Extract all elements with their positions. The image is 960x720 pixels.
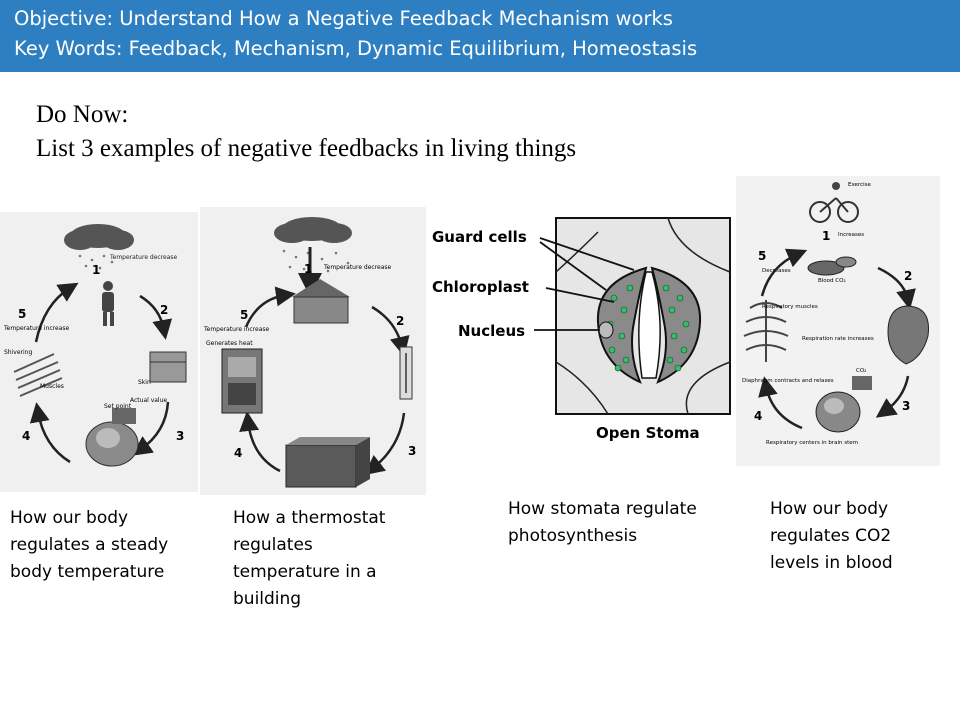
step-3: 3 [408,444,416,458]
temperature-increase-label: Temperature increase [3,325,70,332]
temperature-decrease-label: Temperature decrease [323,264,392,271]
shivering-label: Shivering [4,349,32,356]
exercise-label: Exercise [848,182,872,188]
step-5: 5 [758,249,766,263]
caption-line: How our body [10,508,129,528]
rib-cage-icon [743,300,789,362]
brain-icon [85,408,139,467]
caption-line: regulates a steady [10,535,169,555]
person-icon [102,281,114,326]
step-2: 2 [396,314,404,328]
increases-label: Increases [838,232,864,238]
body-temperature-diagram: Temperature decrease 1 2 Skin 3 Set poin… [0,212,198,492]
co2-label: CO₂ [856,368,866,374]
diaphragm-label: Diaphragm contracts and relaxes [742,378,834,384]
caption-line: body temperature [10,562,165,582]
caption-line: How stomata regulate [508,499,697,519]
caption-line: regulates [233,535,313,555]
caption-line: How a thermostat [233,508,386,528]
blood-co2-label: Blood CO₂ [818,278,846,284]
step-2: 2 [160,303,168,317]
step-1: 1 [304,262,312,276]
furnace-icon [221,348,263,414]
co2-diagram: Exercise 1 Increases Blood CO₂ Decreases… [736,176,940,466]
step-4: 4 [754,409,762,423]
chloroplast-label: Chloroplast [432,278,529,296]
step-3: 3 [902,399,910,413]
header-banner: Objective: Understand How a Negative Fee… [0,0,960,72]
nucleus-icon [598,321,614,339]
step-1: 1 [822,229,830,243]
step-4: 4 [22,429,30,443]
thermostat-caption: How a thermostat regulates temperature i… [233,505,385,613]
temperature-decrease-label: Temperature decrease [109,254,178,261]
guard-cells-label: Guard cells [432,228,527,246]
actual-value-label: Actual value [130,397,167,404]
thermostat-diagram: Temperature decrease 1 2 3 4 Generates h… [200,207,426,495]
do-now-prompt: List 3 examples of negative feedbacks in… [36,135,577,162]
body-temperature-caption: How our body regulates a steady body tem… [10,505,168,586]
caption-line: regulates CO2 [770,526,892,546]
caption-line: How our body [770,499,889,519]
step-3: 3 [176,429,184,443]
cyclist-icon [809,182,859,223]
objective-text: Objective: Understand How a Negative Fee… [14,7,673,30]
do-now-block: Do Now: List 3 examples of negative feed… [36,98,576,166]
house-icon [292,279,350,324]
stomata-caption: How stomata regulate photosynthesis [508,496,697,550]
respiratory-centers-label: Respiratory centers in brain stem [766,440,858,446]
thermometer-icon [399,346,413,400]
thermostat-icon [285,437,370,488]
caption-line: building [233,589,302,609]
caption-line: levels in blood [770,553,893,573]
step-5: 5 [240,308,248,322]
skin-icon [149,351,187,383]
muscles-label: Muscles [40,383,64,390]
guard-cells-icon [596,266,702,384]
step-4: 4 [234,446,242,460]
step-5: 5 [18,307,26,321]
decreases-label: Decreases [762,268,791,274]
respiratory-muscles-label: Respiratory muscles [762,304,818,310]
temperature-increase-label: Temperature increase [203,326,270,333]
cloud-icon [274,217,352,243]
muscles-icon [13,353,63,397]
generates-heat-label: Generates heat [206,340,253,347]
step-1: 1 [92,263,100,277]
caption-line: photosynthesis [508,526,638,546]
do-now-title: Do Now: [36,101,129,128]
blood-cells-icon [807,256,857,276]
caption-line: temperature in a [233,562,377,582]
key-words-text: Key Words: Feedback, Mechanism, Dynamic … [14,37,698,60]
step-2: 2 [904,269,912,283]
respiration-rate-label: Respiration rate increases [802,336,874,342]
cloud-icon [64,224,134,250]
heart-icon [887,305,930,365]
co2-caption: How our body regulates CO2 levels in blo… [770,496,893,577]
stomata-diagram: Guard cells Chloroplast Nucleus Open Sto… [428,212,734,448]
skin-label: Skin [138,379,151,386]
nucleus-label: Nucleus [458,322,525,340]
set-point-label: Set point [104,403,132,410]
open-stoma-label: Open Stoma [596,424,700,442]
head-icon [815,376,872,433]
